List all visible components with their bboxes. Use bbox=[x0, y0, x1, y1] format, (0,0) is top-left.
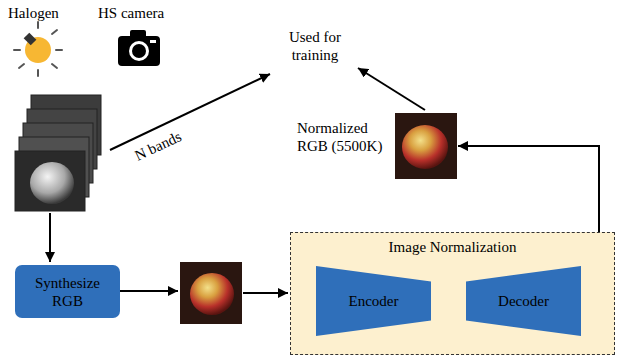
trapezoid bbox=[316, 266, 431, 336]
box-label: Encoder bbox=[349, 292, 399, 310]
photo bbox=[395, 113, 457, 179]
camera-label: HS camera bbox=[98, 4, 164, 22]
rgb-image bbox=[180, 262, 242, 324]
group-title: Image Normalization bbox=[291, 238, 614, 256]
edge-note: N bands bbox=[132, 127, 185, 164]
image-caption: Normalized RGB (5500K) bbox=[297, 119, 389, 155]
band-stack bbox=[15, 95, 101, 211]
camera-icon bbox=[118, 30, 160, 66]
group-box: Image NormalizationEncoder Decoder bbox=[290, 232, 615, 355]
decoder-block: Decoder bbox=[466, 266, 581, 336]
photo-ground bbox=[395, 113, 457, 179]
box-label: Synthesize RGB bbox=[26, 274, 110, 310]
image-node: Normalized RGB (5500K) bbox=[395, 113, 457, 179]
target-label: Used for training bbox=[272, 28, 358, 64]
box-label: Decoder bbox=[498, 292, 549, 310]
apple bbox=[402, 125, 448, 169]
halogen-icon bbox=[14, 22, 62, 76]
process-box: Synthesize RGB bbox=[15, 265, 120, 318]
light-label: Halogen bbox=[8, 4, 59, 22]
encoder-block: Encoder bbox=[316, 266, 431, 336]
trapezoid bbox=[466, 266, 581, 336]
